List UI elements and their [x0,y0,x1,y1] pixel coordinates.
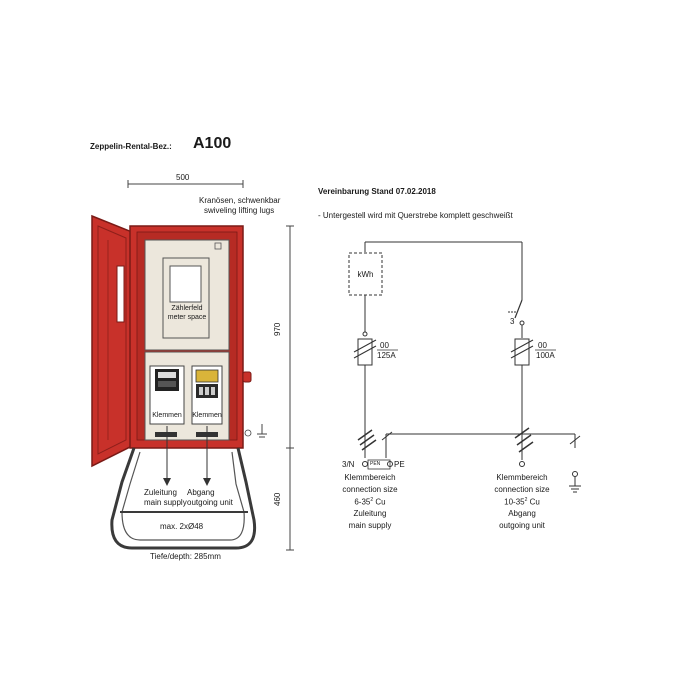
left-connection-size: 6-352 Cu [354,497,386,507]
left-connection-line2: connection size [342,484,398,494]
meter-space-label-en: meter space [167,314,207,321]
meter-space-label-de: Zählerfeld [171,305,203,312]
right-fuse-rating: 100A [536,351,555,360]
switch-label: 3 [510,317,515,326]
left-connection-line4: Zuleitung [353,509,387,519]
lugs-label-en: swiveling lifting lugs [204,206,275,215]
right-connection-range: 10-35 [504,497,525,507]
right-connection-block: Klemmbereich connection size 10-352 Cu A… [482,472,562,531]
terminals-right-label: Klemmen [192,412,222,419]
main-switch [514,299,523,319]
outgoing-label-de: Abgang [187,488,215,497]
model-name: A100 [193,135,232,152]
terminal-left-label: 3/N [342,460,355,469]
left-connection-range: 6-35 [354,497,371,507]
lifting-lug-icon [244,429,252,437]
supply-label-en: main supply [144,498,187,507]
pen-label: PEN [370,461,381,467]
right-connection-size: 10-352 Cu [504,497,540,507]
right-fuse-holder [195,369,219,383]
right-connection-line2: connection size [494,484,550,494]
terminals-left-label: Klemmen [152,412,182,419]
meter-space-label: Zählerfeld meter space [165,304,209,322]
left-connection-block: Klemmbereich connection size 6-352 Cu Zu… [330,472,410,531]
door-window [116,265,125,323]
cabinet-door [91,214,133,468]
cabinet-body [129,225,267,449]
right-connection-unit: Cu [529,497,540,507]
lugs-label-de: Kranösen, schwenkbar [199,196,281,205]
depth-label: Tiefe/depth: 285mm [150,552,221,561]
header-label: Zeppelin-Rental-Bez.: [90,142,172,151]
stand-frame [110,447,257,550]
width-label: 500 [176,173,190,182]
right-connection-line5: outgoing unit [499,520,545,530]
side-lock [242,371,252,383]
left-fuse-poles: 00 [380,341,389,350]
left-connection-line5: main supply [348,520,392,530]
cable-gland-label: max. 2xØ48 [160,522,204,531]
supply-label-de: Zuleitung [144,488,177,497]
right-connection-line1: Klemmbereich [496,473,548,482]
outgoing-label: Abgang outgoing unit [187,488,233,508]
outgoing-label-en: outgoing unit [187,498,233,507]
pe-label: PE [394,460,405,469]
meter-frame [162,257,210,339]
left-connection-unit: Cu [375,497,386,507]
agreement-title: Vereinbarung Stand 07.02.2018 [318,187,436,196]
left-fuse-rating: 125A [377,351,396,360]
right-fuse-poles: 00 [538,341,547,350]
pen-box [367,459,391,470]
left-terminal-symbol [357,429,377,458]
right-connection-line4: Abgang [508,509,536,519]
kwh-label: kWh [357,270,374,279]
left-connection-line1: Klemmbereich [344,473,396,482]
supply-label: Zuleitung main supply [144,488,187,508]
meter-window [169,265,202,303]
agreement-note: - Untergestell wird mit Querstrebe kompl… [318,211,513,220]
right-terminal-symbol [514,427,534,460]
terminal-strip-left [155,432,177,437]
